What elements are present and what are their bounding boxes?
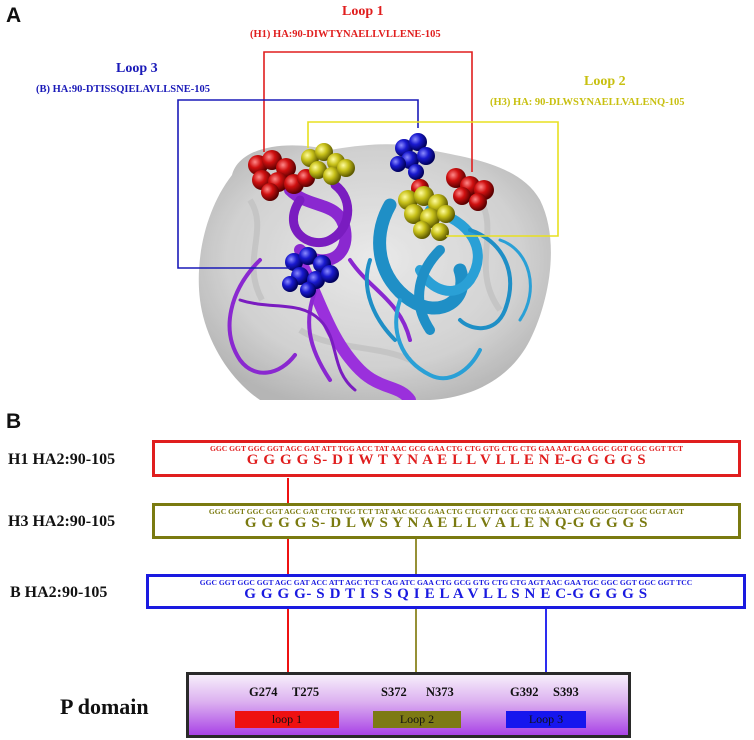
loop3-blue-spheres-left bbox=[282, 247, 339, 298]
loop2-sequence: (H3) HA: 90-DLWSYNAELLVALENQ-105 bbox=[490, 97, 685, 108]
loop3-blue-spheres-right bbox=[390, 133, 435, 180]
loop1-title: Loop 1 bbox=[342, 4, 384, 19]
loop3-sequence: (B) HA:90-DTISSQIELAVLLSNE-105 bbox=[36, 84, 210, 95]
row3-sequence-box: GGC GGT GGC GGT AGC GAT ACC ATT AGC TCT … bbox=[146, 574, 746, 609]
protein-structure-graphic bbox=[177, 51, 559, 400]
row1-label: H1 HA2:90-105 bbox=[8, 451, 116, 468]
residue-s393: S393 bbox=[553, 685, 579, 699]
loop2-bracket bbox=[307, 121, 559, 237]
residue-g274: G274 bbox=[249, 685, 278, 699]
cyan-protomer-ribbon bbox=[364, 198, 532, 381]
loop1-bracket bbox=[263, 51, 473, 172]
panel-a-letter: A bbox=[6, 4, 22, 27]
loop1-sequence: (H1) HA:90-DIWTYNAELLVLLENE-105 bbox=[250, 29, 441, 40]
row3-residues: G G G G- S D T I S S Q I E L A V L L S N… bbox=[244, 586, 648, 602]
pdomain-box bbox=[186, 672, 631, 738]
loop3-title: Loop 3 bbox=[116, 61, 158, 76]
row2-sequence-box: GGC GGT GGC GGT AGC GAT CTG TGG TCT TAT … bbox=[152, 503, 741, 539]
row1-residues: G G G G S- D I W T Y N A E L L V L L E N… bbox=[246, 452, 647, 468]
residue-s372: S372 bbox=[381, 685, 407, 699]
loop3-bracket bbox=[177, 99, 419, 269]
row2-residues: G G G G S- D L W S Y N A E L L V A L E N… bbox=[244, 515, 649, 531]
loop1-red-spheres-left bbox=[248, 150, 315, 201]
row2-label: H3 HA2:90-105 bbox=[8, 513, 116, 530]
row3-label: B HA2:90-105 bbox=[10, 584, 108, 601]
pdomain-loop3-bar: Loop 3 bbox=[506, 711, 586, 728]
row1-codons: GGC GGT GGC GGT AGC GAT ATT TGG ACC TAT … bbox=[209, 444, 684, 453]
pdomain-loop1-bar: loop 1 bbox=[235, 711, 339, 728]
residue-t275: T275 bbox=[292, 685, 320, 699]
residue-n373: N373 bbox=[426, 685, 454, 699]
residue-g392: G392 bbox=[510, 685, 539, 699]
loop2-yellow-spheres-left bbox=[301, 143, 355, 185]
row2-codons: GGC GGT GGC GGT AGC GAT CTG TGG TCT TAT … bbox=[208, 507, 685, 516]
panel-b-letter: B bbox=[6, 410, 22, 433]
row1-sequence-box: GGC GGT GGC GGT AGC GAT ATT TGG ACC TAT … bbox=[152, 440, 741, 477]
row3-codons: GGC GGT GGC GGT AGC GAT ACC ATT AGC TCT … bbox=[199, 578, 693, 587]
pdomain-loop2-bar: Loop 2 bbox=[373, 711, 461, 728]
loop2-yellow-spheres-right bbox=[398, 186, 455, 241]
pdomain-label: P domain bbox=[60, 694, 149, 719]
loop2-title: Loop 2 bbox=[584, 74, 626, 89]
